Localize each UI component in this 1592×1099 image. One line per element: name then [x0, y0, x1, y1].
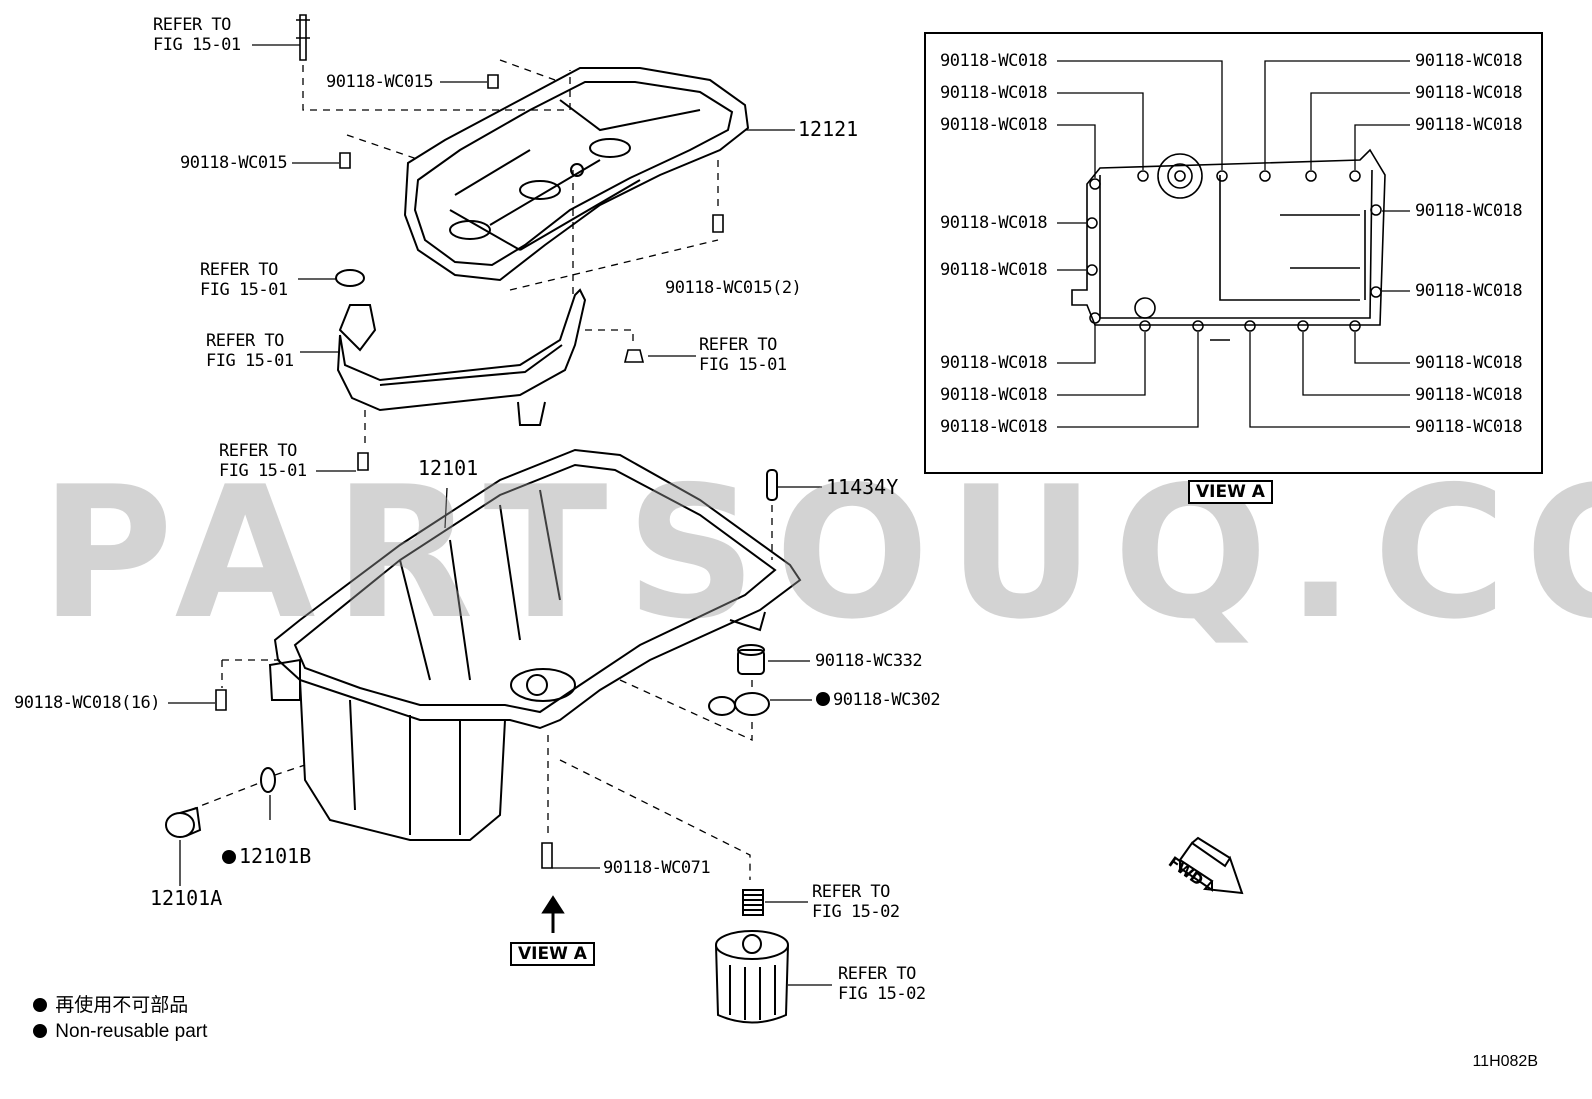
view-a-label-l7[interactable]: 90118-WC018	[940, 385, 1048, 405]
dashed-leaders	[189, 59, 773, 880]
view-a-leaders	[1057, 60, 1410, 428]
watermark: PARTSOUQ.COM	[40, 447, 1592, 659]
refer-fig-15-01-bolt: REFER TO FIG 15-01	[219, 441, 307, 481]
view-a-title-tag: VIEW A	[1188, 480, 1273, 504]
legend-dot-icon	[33, 1024, 47, 1038]
part-90118-wc302-label: 90118-WC302	[833, 690, 941, 710]
view-a-pan-outline	[1071, 148, 1386, 341]
solid-leaders	[168, 44, 832, 986]
oil-filter	[715, 889, 789, 1024]
part-90118-wc302[interactable]: 90118-WC302	[816, 690, 941, 710]
part-12101a[interactable]: 12101A	[150, 886, 223, 910]
part-12101[interactable]: 12101	[418, 456, 479, 480]
part-90118-wc018-16[interactable]: 90118-WC018(16)	[14, 693, 161, 713]
view-a-label-r3[interactable]: 90118-WC018	[1415, 115, 1523, 135]
legend-jp: 再使用不可部品	[33, 994, 188, 1018]
part-90118-wc071[interactable]: 90118-WC071	[603, 858, 711, 878]
view-a-label-r5[interactable]: 90118-WC018	[1415, 281, 1523, 301]
oil-strainer	[335, 269, 587, 426]
refer-fig-15-01-oring: REFER TO FIG 15-01	[200, 260, 288, 300]
legend-jp-text: 再使用不可部品	[55, 995, 189, 1016]
part-90118-wc015-a[interactable]: 90118-WC015	[326, 72, 434, 92]
view-a-label-r1[interactable]: 90118-WC018	[1415, 51, 1523, 71]
fwd-arrow-shape	[1178, 836, 1244, 895]
drain-plug	[165, 767, 276, 838]
view-a-label-l1[interactable]: 90118-WC018	[940, 51, 1048, 71]
baffle-plate	[403, 67, 750, 282]
refer-fig-15-01-strainer: REFER TO FIG 15-01	[206, 331, 294, 371]
non-reusable-dot	[816, 692, 830, 706]
legend-en-text: Non-reusable part	[55, 1021, 208, 1042]
view-a-label-r8[interactable]: 90118-WC018	[1415, 417, 1523, 437]
oil-pan	[268, 448, 802, 841]
part-11434y[interactable]: 11434Y	[826, 475, 899, 499]
refer-fig-15-01-nut: REFER TO FIG 15-01	[699, 335, 787, 375]
view-a-label-l3[interactable]: 90118-WC018	[940, 115, 1048, 135]
part-12101b[interactable]: 12101B	[222, 846, 311, 866]
refer-fig-15-01-top: REFER TO FIG 15-01	[153, 15, 241, 55]
view-a-label-l5[interactable]: 90118-WC018	[940, 260, 1048, 280]
part-12121[interactable]: 12121	[798, 117, 859, 141]
part-12101b-label: 12101B	[239, 844, 312, 868]
view-a-label-r7[interactable]: 90118-WC018	[1415, 385, 1523, 405]
refer-fig-15-02-union: REFER TO FIG 15-02	[812, 882, 900, 922]
view-a-label-r4[interactable]: 90118-WC018	[1415, 201, 1523, 221]
refer-fig-15-02-filter: REFER TO FIG 15-02	[838, 964, 926, 1004]
part-90118-wc015-b[interactable]: 90118-WC015	[180, 153, 288, 173]
seals	[708, 644, 770, 716]
legend-en: Non-reusable part	[33, 1020, 207, 1044]
view-a-label-l6[interactable]: 90118-WC018	[940, 353, 1048, 373]
non-reusable-dot	[222, 850, 236, 864]
drawing-code: 11H082B	[1472, 1053, 1538, 1070]
view-a-label-l8[interactable]: 90118-WC018	[940, 417, 1048, 437]
pin	[766, 469, 778, 501]
part-90118-wc015-2[interactable]: 90118-WC015(2)	[665, 278, 802, 298]
view-a-pointer-tag[interactable]: VIEW A	[510, 942, 595, 966]
view-a-bolt-holes	[1086, 170, 1382, 332]
view-a-label-l4[interactable]: 90118-WC018	[940, 213, 1048, 233]
view-a-label-l2[interactable]: 90118-WC018	[940, 83, 1048, 103]
view-a-label-r2[interactable]: 90118-WC018	[1415, 83, 1523, 103]
legend-dot-icon	[33, 998, 47, 1012]
part-90118-wc332[interactable]: 90118-WC332	[815, 651, 923, 671]
view-a-frame	[924, 32, 1543, 474]
view-a-label-r6[interactable]: 90118-WC018	[1415, 353, 1523, 373]
view-a-arrow	[541, 895, 565, 933]
